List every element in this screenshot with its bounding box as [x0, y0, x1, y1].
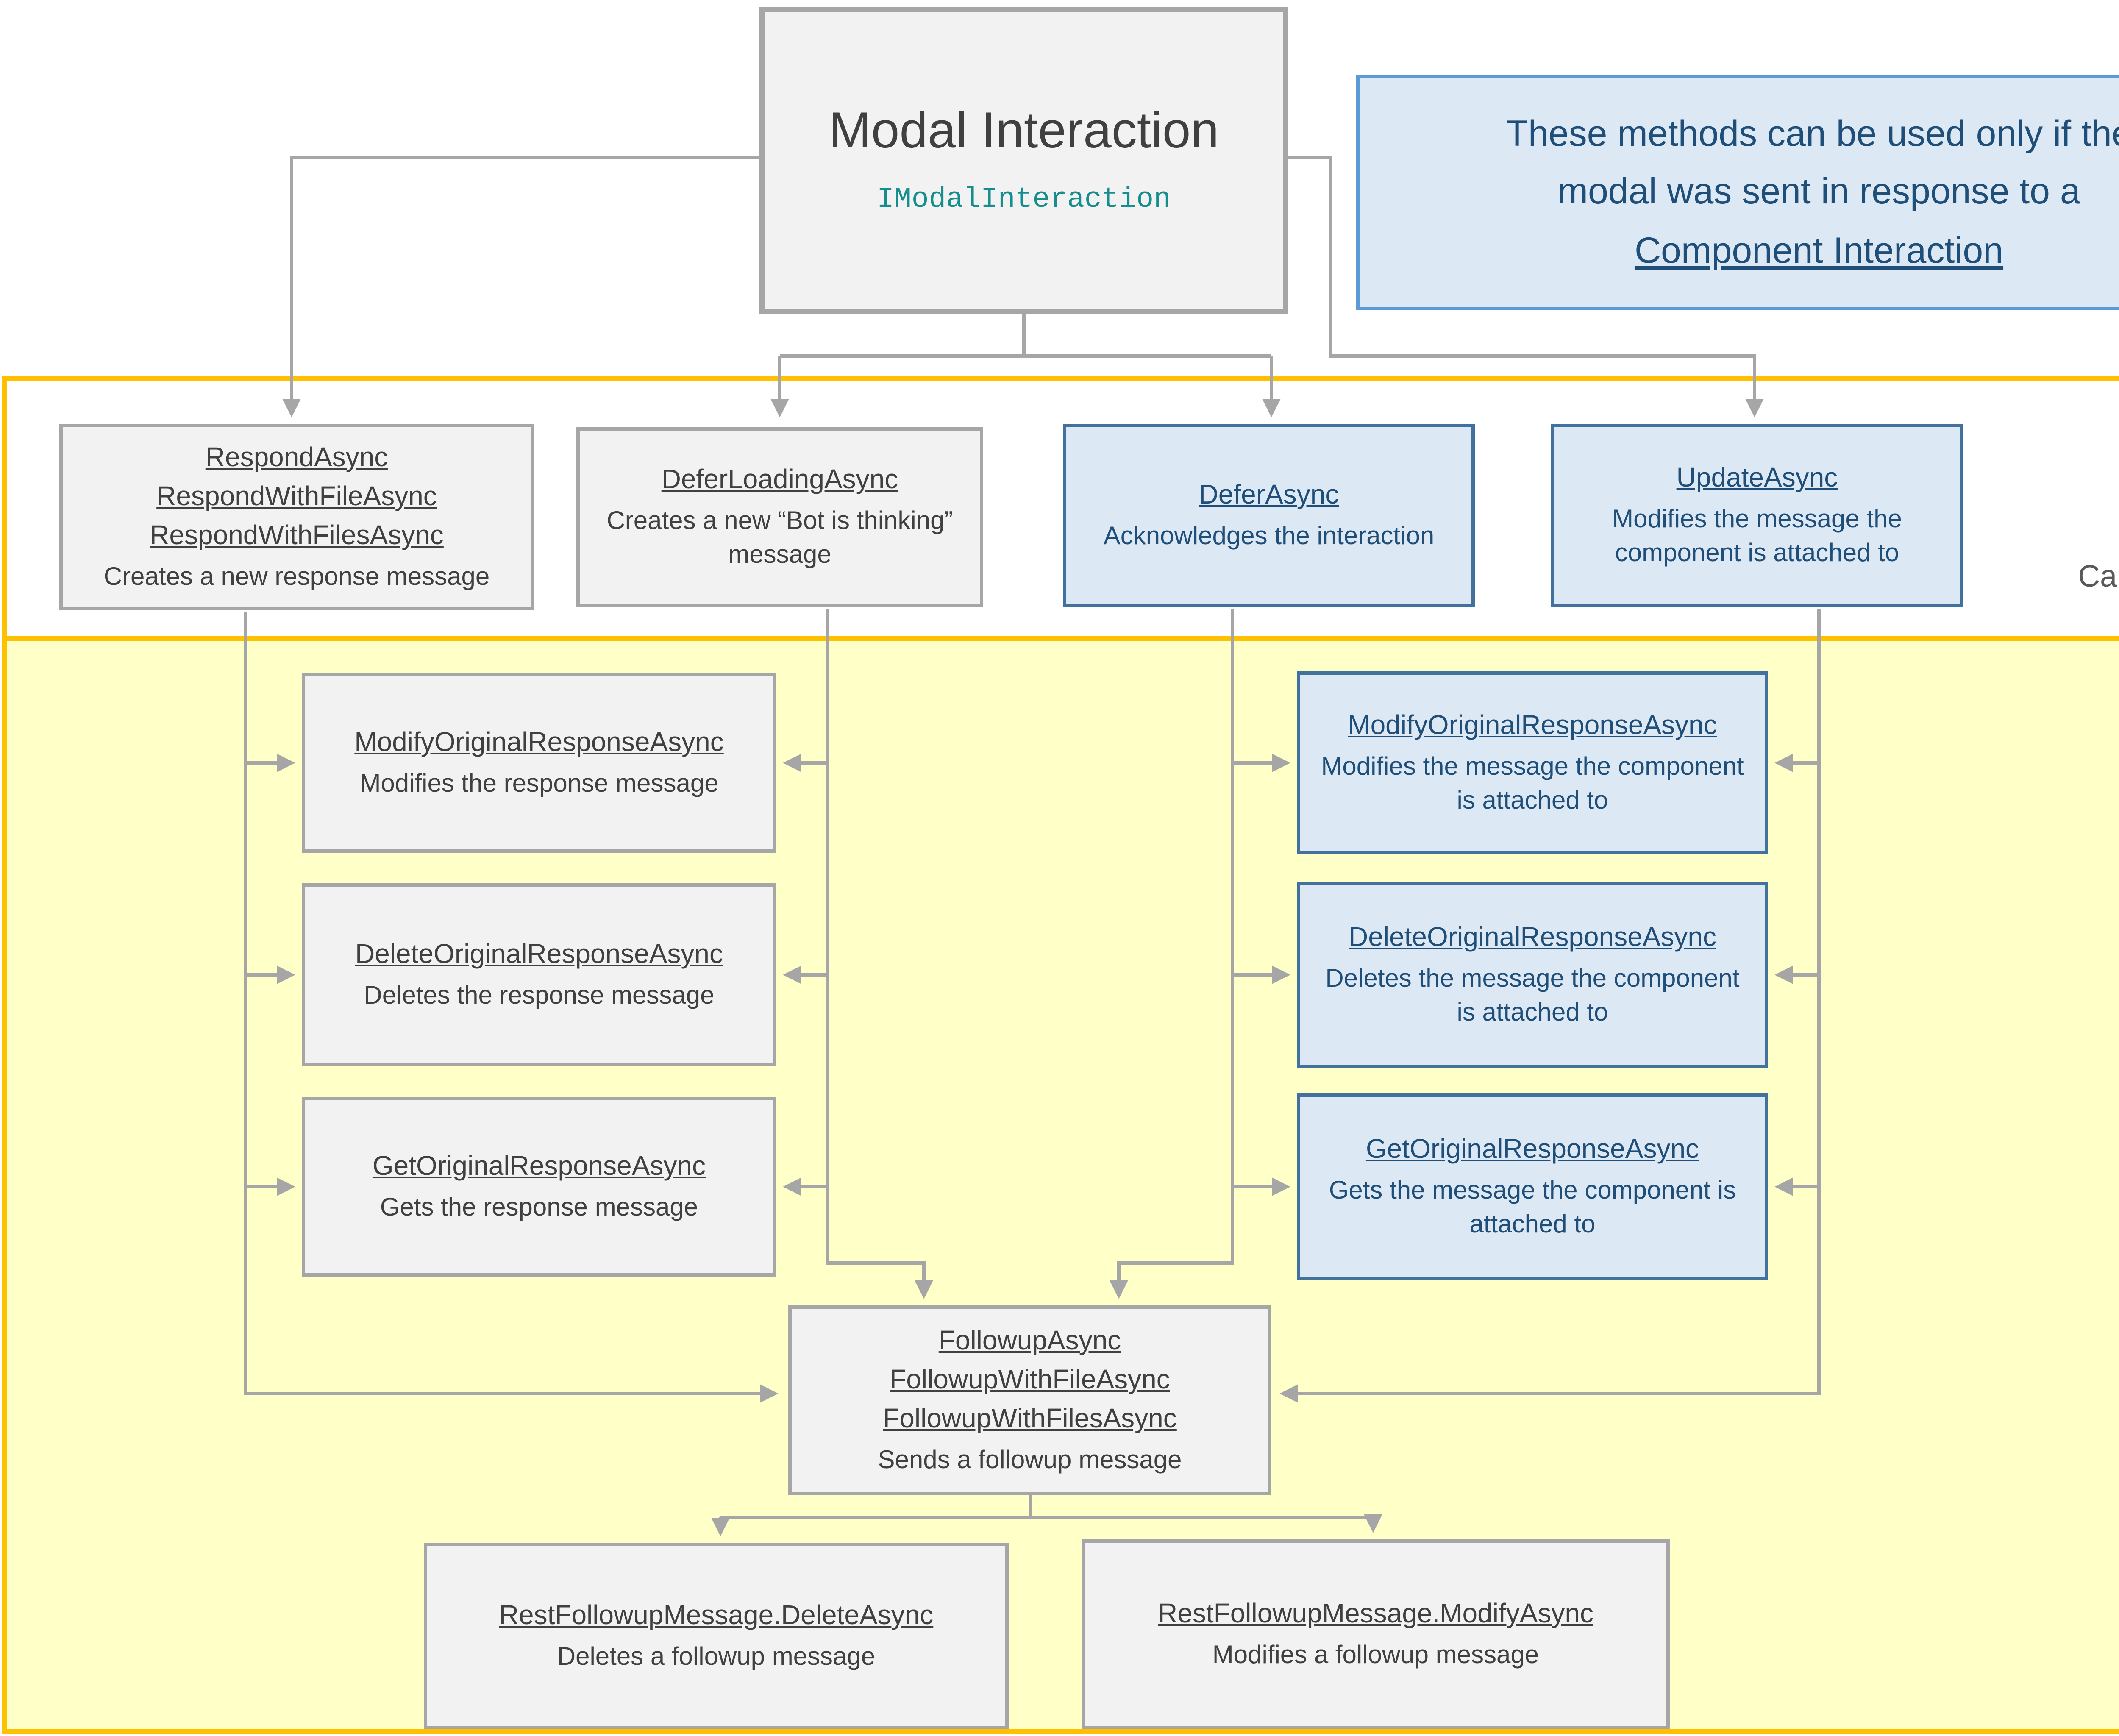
note-line-2: modal was sent in response to a [1557, 172, 2080, 213]
node-rest-followup-delete-async: RestFollowupMessage.DeleteAsync Deletes … [424, 1543, 1009, 1729]
initial-response-heading: Initial Response methods [2078, 417, 2119, 467]
interface-name: IModalInteraction [877, 185, 1171, 217]
link-defer-async[interactable]: DeferAsync [1199, 481, 1339, 510]
node-followup-async: FollowupAsync FollowupWithFileAsync Foll… [788, 1305, 1271, 1495]
component-interaction-link[interactable]: Component Interaction [1634, 230, 2004, 271]
desc-delete-original-response-left: Deletes the response message [364, 982, 715, 1011]
link-delete-original-response-async[interactable]: DeleteOriginalResponseAsync [355, 941, 723, 970]
link-modify-original-response-async-component[interactable]: ModifyOriginalResponseAsync [1348, 712, 1717, 741]
desc-update-async: Modifies the message the component is at… [1612, 506, 1902, 568]
note-line-1: These methods can be used only if the [1506, 113, 2119, 154]
node-delete-original-response-right: DeleteOriginalResponseAsync Deletes the … [1297, 882, 1768, 1068]
link-followup-async[interactable]: FollowupAsync [938, 1327, 1121, 1356]
link-get-original-response-async[interactable]: GetOriginalResponseAsync [372, 1153, 706, 1182]
desc-get-original-response-left: Gets the response message [380, 1194, 698, 1223]
link-rest-followup-delete-async[interactable]: RestFollowupMessage.DeleteAsync [499, 1602, 934, 1631]
link-followup-with-file-async[interactable]: FollowupWithFileAsync [890, 1366, 1170, 1395]
node-respond-async: RespondAsync RespondWithFileAsync Respon… [59, 424, 534, 610]
node-modify-original-response-left: ModifyOriginalResponseAsync Modifies the… [302, 673, 776, 853]
component-interaction-note: These methods can be used only if the mo… [1356, 75, 2119, 310]
note-text: These methods can be used only if the mo… [1506, 105, 2119, 280]
node-get-original-response-left: GetOriginalResponseAsync Gets the respon… [302, 1097, 776, 1277]
link-get-original-response-async-component[interactable]: GetOriginalResponseAsync [1365, 1136, 1699, 1165]
link-followup-with-files-async[interactable]: FollowupWithFilesAsync [883, 1405, 1177, 1435]
desc-modify-original-response-left: Modifies the response message [359, 770, 719, 799]
node-defer-loading-async: DeferLoadingAsync Creates a new “Bot is … [576, 427, 983, 607]
node-modify-original-response-right: ModifyOriginalResponseAsync Modifies the… [1297, 671, 1768, 854]
link-respond-with-files-async[interactable]: RespondWithFilesAsync [150, 522, 444, 551]
initial-response-note-1: Has to be executed in 3 seconds [2078, 467, 2119, 511]
desc-defer-async: Acknowledges the interaction [1103, 522, 1435, 551]
initial-response-note-3: Can be used only ones per interaction [2078, 559, 2119, 593]
desc-rest-followup-delete-async: Deletes a followup message [557, 1643, 876, 1672]
modal-interaction-node: Modal Interaction IModalInteraction [759, 7, 1288, 314]
link-update-async[interactable]: UpdateAsync [1676, 465, 1838, 494]
link-modify-original-response-async[interactable]: ModifyOriginalResponseAsync [354, 729, 724, 758]
page-title: Modal Interaction [829, 103, 1219, 159]
desc-defer-loading-async: Creates a new “Bot is thinking” message [606, 507, 953, 570]
desc-get-original-response-right: Gets the message the component is attach… [1329, 1177, 1736, 1240]
desc-modify-original-response-right: Modifies the message the component is at… [1321, 753, 1744, 816]
link-delete-original-response-async-component[interactable]: DeleteOriginalResponseAsync [1349, 924, 1716, 953]
desc-rest-followup-modify-async: Modifies a followup message [1212, 1641, 1539, 1670]
link-rest-followup-modify-async[interactable]: RestFollowupMessage.ModifyAsync [1158, 1600, 1593, 1629]
initial-response-legend: Initial Response methods Has to be execu… [2078, 417, 2119, 601]
node-defer-async: DeferAsync Acknowledges the interaction [1063, 424, 1475, 607]
initial-response-note-2: after receiving the interaction [2078, 511, 2119, 554]
node-rest-followup-modify-async: RestFollowupMessage.ModifyAsync Modifies… [1082, 1539, 1670, 1729]
node-update-async: UpdateAsync Modifies the message the com… [1551, 424, 1963, 607]
link-defer-loading-async[interactable]: DeferLoadingAsync [661, 466, 898, 495]
desc-respond-async: Creates a new response message [103, 563, 490, 593]
node-get-original-response-right: GetOriginalResponseAsync Gets the messag… [1297, 1093, 1768, 1280]
desc-delete-original-response-right: Deletes the message the component is att… [1325, 965, 1740, 1028]
desc-followup-async: Sends a followup message [878, 1447, 1182, 1476]
node-delete-original-response-left: DeleteOriginalResponseAsync Deletes the … [302, 883, 776, 1066]
link-respond-async[interactable]: RespondAsync [205, 444, 388, 473]
link-respond-with-file-async[interactable]: RespondWithFileAsync [156, 483, 437, 512]
